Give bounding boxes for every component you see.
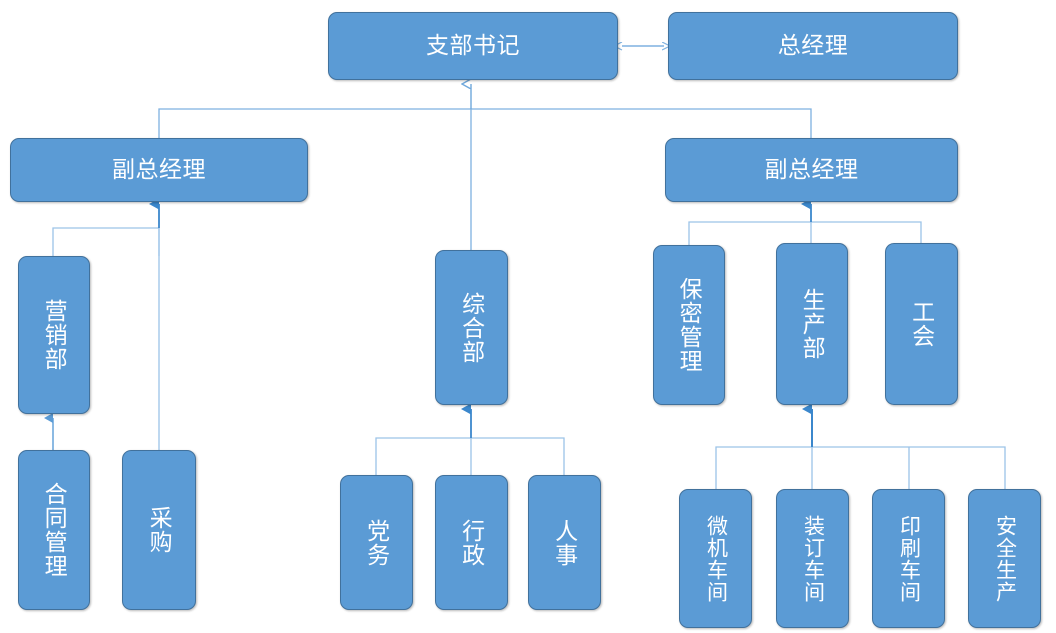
node-confidentiality-management[interactable]: 保密管理 [653, 245, 725, 405]
node-label: 总经理 [777, 32, 849, 59]
node-label: 合同管理 [41, 482, 68, 578]
node-procurement[interactable]: 采购 [122, 450, 196, 610]
node-label: 人事 [551, 518, 578, 567]
node-label: 微机车间 [704, 514, 728, 603]
node-party-affairs[interactable]: 党务 [340, 475, 413, 610]
edge-workshops-to-production [715, 403, 1006, 489]
node-label: 副总经理 [764, 156, 859, 183]
node-contract-management[interactable]: 合同管理 [18, 450, 90, 610]
node-human-resources[interactable]: 人事 [528, 475, 601, 610]
node-label: 保密管理 [676, 277, 703, 373]
node-production-dept[interactable]: 生产部 [776, 243, 848, 405]
node-label: 工会 [908, 300, 935, 348]
edge-right-children-to-deputy [688, 198, 922, 245]
edge-left-children-to-deputy [52, 198, 160, 256]
node-binding-workshop[interactable]: 装订车间 [776, 489, 849, 628]
node-administration[interactable]: 行政 [435, 475, 508, 610]
node-label: 装订车间 [801, 514, 825, 603]
edge-affairs-children-to-affairs [375, 403, 565, 475]
node-label: 支部书记 [426, 32, 520, 59]
node-labor-union[interactable]: 工会 [885, 243, 958, 405]
node-production-safety[interactable]: 安全生产 [968, 489, 1041, 628]
edge-deputies-to-secretary [158, 84, 812, 138]
node-general-manager[interactable]: 总经理 [668, 12, 958, 80]
node-deputy-gm-right[interactable]: 副总经理 [665, 138, 958, 202]
node-party-secretary[interactable]: 支部书记 [328, 12, 618, 80]
node-label: 采购 [146, 506, 173, 554]
node-label: 综合部 [458, 291, 485, 364]
node-deputy-gm-left[interactable]: 副总经理 [10, 138, 308, 202]
node-marketing-dept[interactable]: 营销部 [18, 256, 90, 414]
node-label: 营销部 [41, 299, 68, 371]
node-label: 党务 [363, 518, 390, 567]
node-label: 生产部 [799, 288, 826, 360]
node-label: 行政 [458, 518, 485, 567]
node-label: 安全生产 [993, 514, 1017, 603]
node-label: 副总经理 [112, 156, 206, 183]
node-label: 印刷车间 [897, 514, 921, 603]
node-printing-workshop[interactable]: 印刷车间 [872, 489, 945, 628]
node-computer-workshop[interactable]: 微机车间 [679, 489, 752, 628]
node-general-affairs-dept[interactable]: 综合部 [435, 250, 508, 405]
